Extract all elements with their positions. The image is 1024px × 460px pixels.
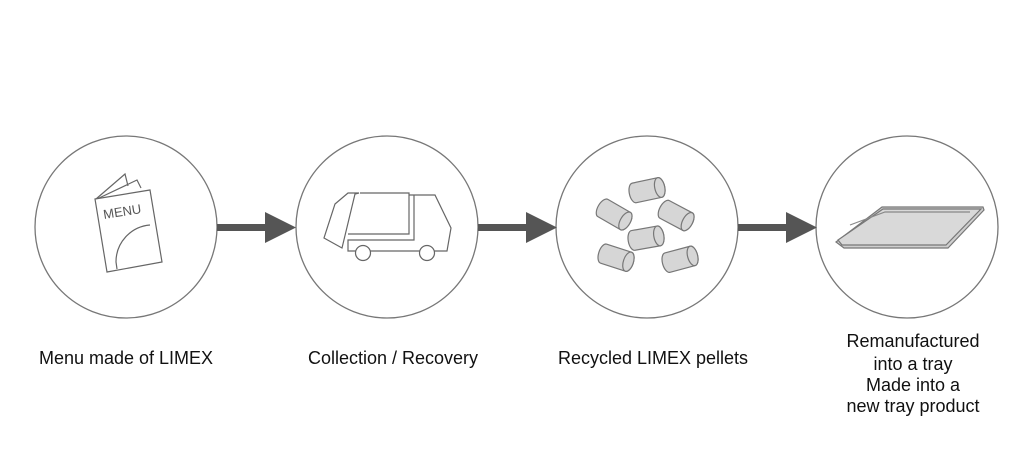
step-label-tray-line3: Made into a (866, 375, 961, 395)
menu-booklet-icon: MENU (94, 172, 163, 273)
arrow-icon (217, 212, 296, 243)
step-label-pellets: Recycled LIMEX pellets (558, 348, 748, 368)
arrow-icon (478, 212, 557, 243)
menu-icon-text: MENU (102, 201, 142, 222)
arrow-icon (738, 212, 817, 243)
step-label-collection: Collection / Recovery (308, 348, 478, 368)
step-label-menu: Menu made of LIMEX (39, 348, 213, 368)
step-circle-pellets (555, 135, 739, 319)
step-label-tray-line2: into a tray (873, 354, 952, 374)
step-label-tray-line4: new tray product (846, 396, 979, 416)
tray-icon (835, 206, 985, 249)
garbage-truck-icon (323, 192, 452, 262)
step-label-tray-line1: Remanufactured (846, 331, 979, 351)
